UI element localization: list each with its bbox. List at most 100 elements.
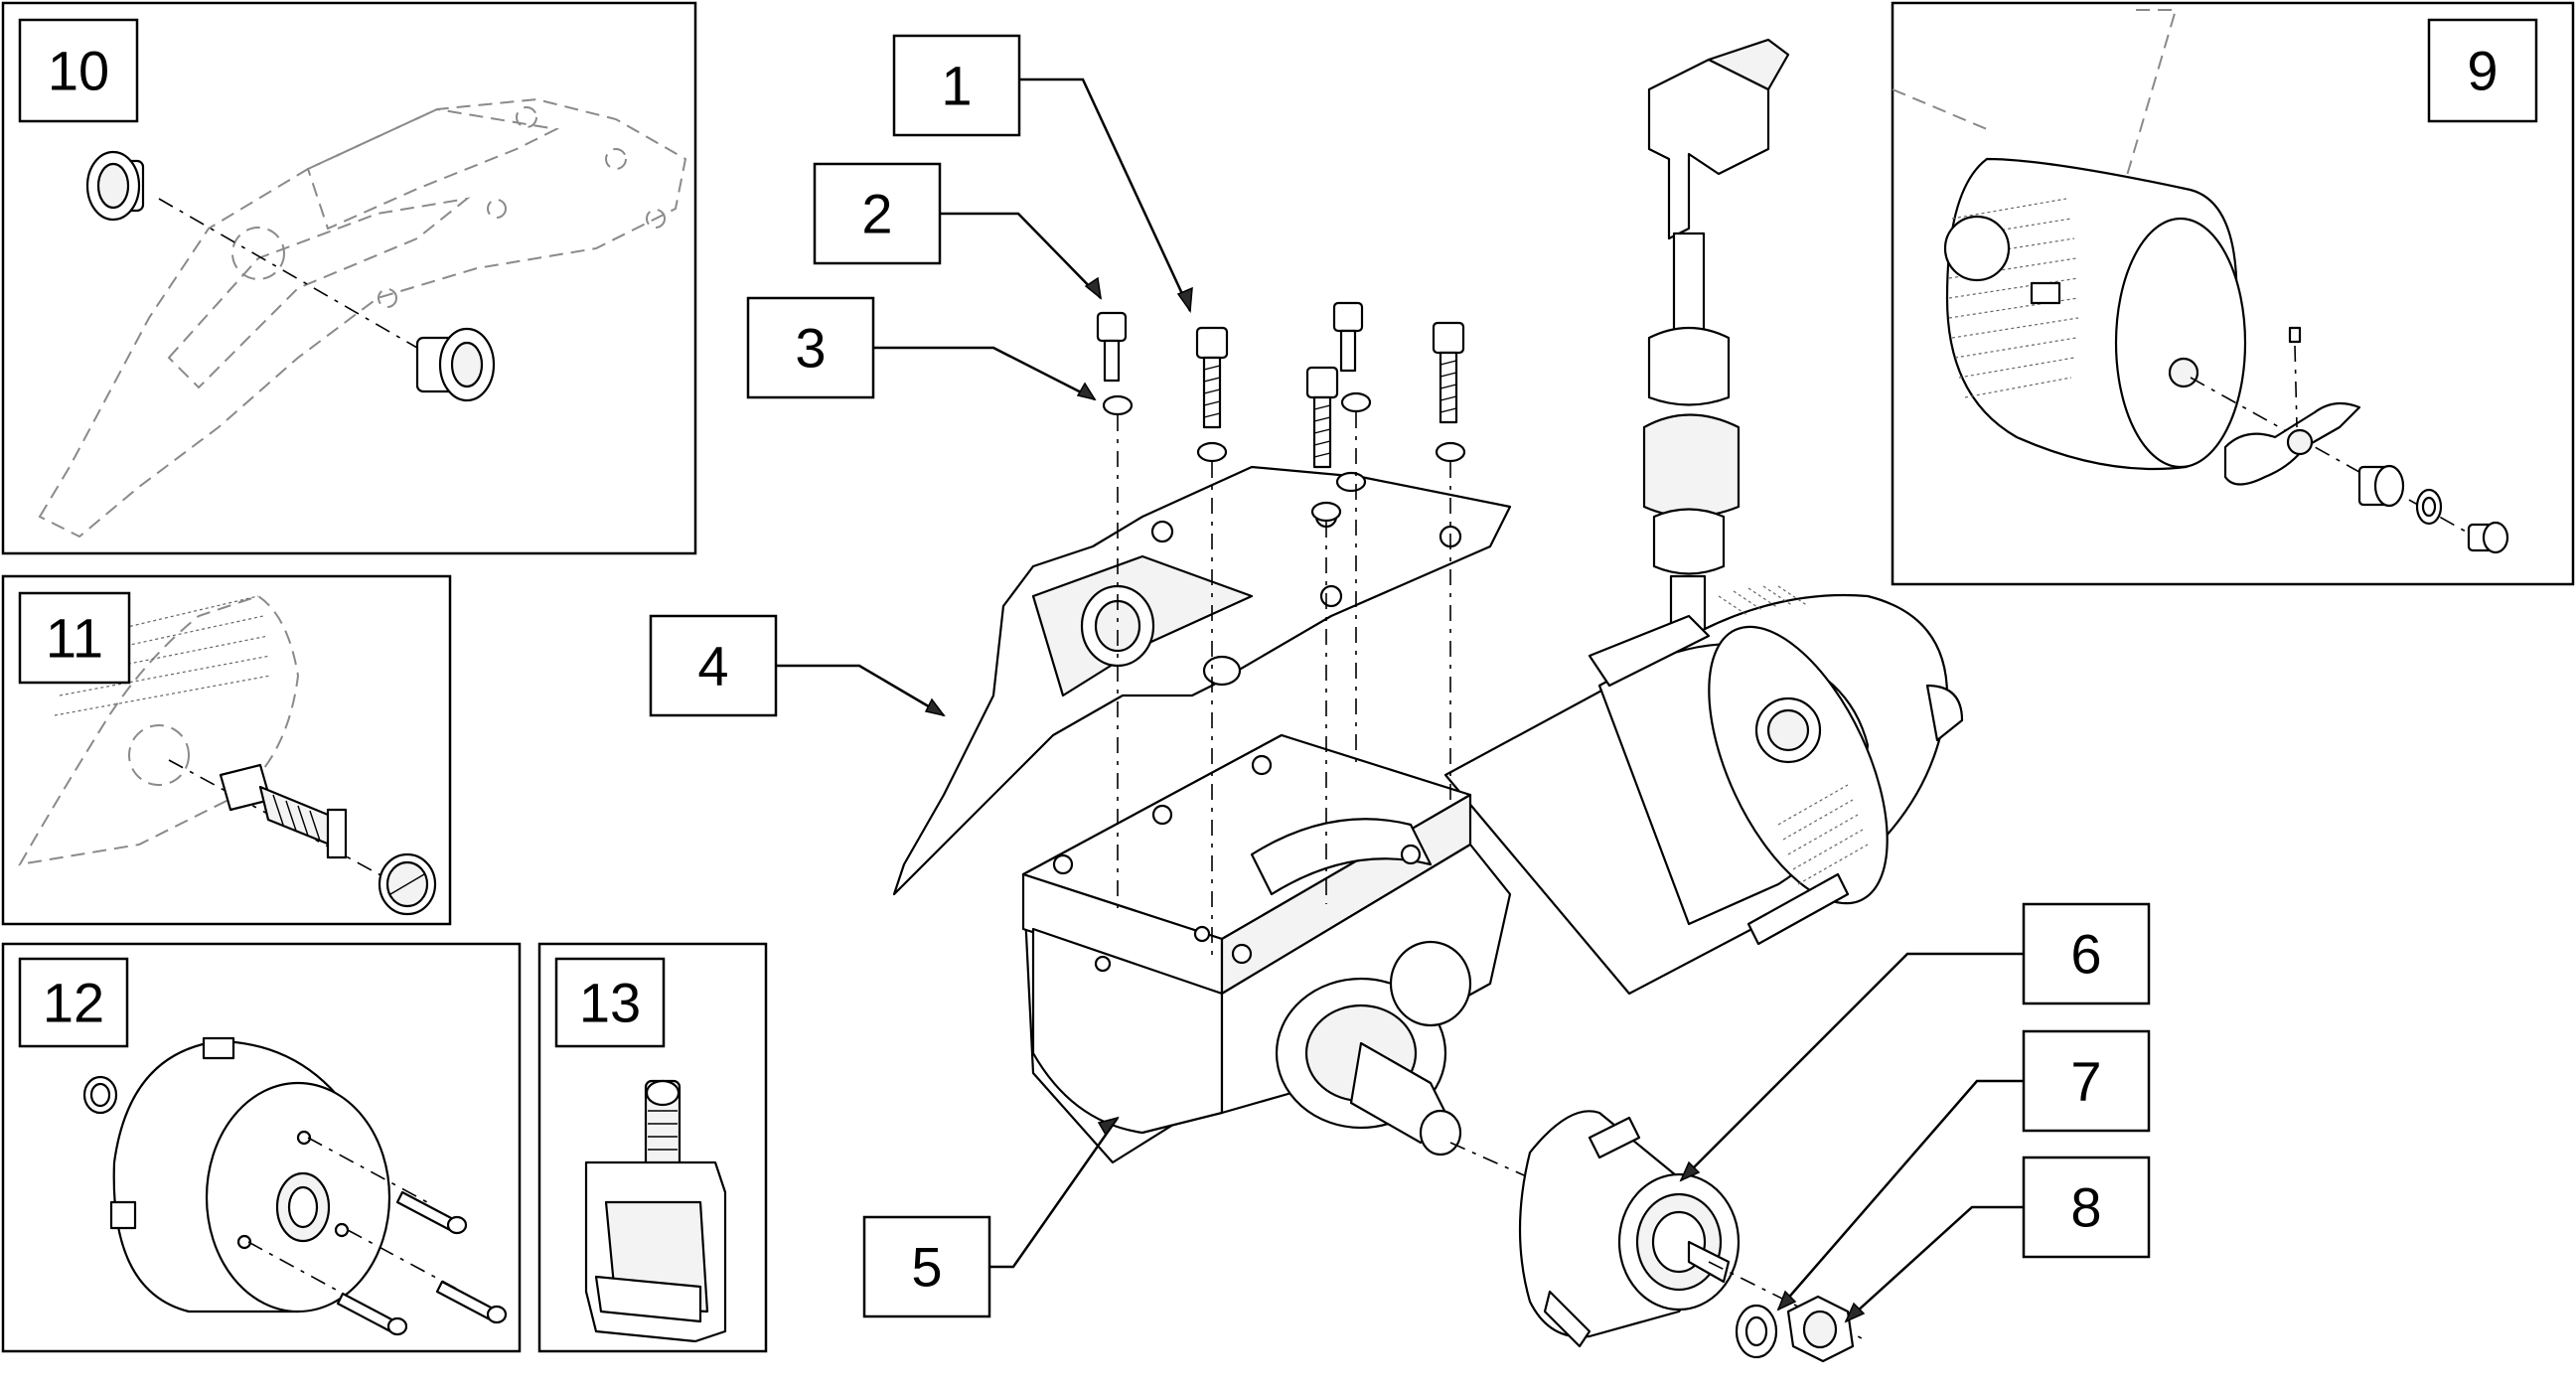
callout-5-label: 5 — [911, 1236, 942, 1299]
ghost-hole-d — [378, 288, 397, 308]
harness-grommet-c — [1652, 508, 1726, 575]
callout-10-box — [18, 18, 139, 123]
callout-1-label: 1 — [941, 55, 972, 117]
callout-13-label: 13 — [579, 972, 641, 1034]
brake-motor-body — [1943, 157, 2247, 471]
leader-2 — [939, 212, 1102, 299]
brake-motor-hub — [2168, 357, 2199, 388]
callout-4-label: 4 — [697, 635, 728, 697]
washer-c — [1340, 391, 1372, 413]
ghost-brush-port — [128, 724, 190, 786]
harness-connector — [1647, 58, 1770, 240]
callout-12-box — [18, 957, 129, 1048]
inset-12-end-cap: 12 — [1, 942, 522, 1353]
wheel-hub — [1518, 1110, 1741, 1348]
brake-set-screw — [2288, 326, 2302, 344]
callout-1-box — [892, 34, 1021, 137]
inset-11-axis — [168, 759, 398, 885]
brake-motor-port — [1943, 215, 2011, 282]
ghost-hole-c — [605, 148, 627, 170]
callouts-main: 1 2 3 4 5 6 7 8 — [649, 34, 2151, 1323]
bushing-right — [415, 327, 496, 402]
gearbox — [1021, 733, 1512, 1164]
washer-d — [1310, 501, 1342, 523]
ghost-hole-e — [487, 199, 507, 219]
brake-motor-face — [2114, 217, 2247, 469]
callout-9-box — [2427, 18, 2538, 123]
drive-motor — [1443, 585, 1964, 996]
leader-3 — [874, 346, 1096, 401]
ghost-hole-b — [516, 106, 537, 128]
leader-7 — [1777, 1079, 2024, 1311]
callout-2-label: 2 — [861, 183, 892, 245]
motor-end-ring — [1708, 625, 1889, 905]
brake-lever — [2223, 326, 2361, 486]
gearbox-port — [1389, 940, 1472, 1027]
callout-7-box — [2022, 1029, 2151, 1133]
bolt-b — [1195, 326, 1229, 463]
bushing-left — [85, 150, 145, 222]
end-cap-tab-side — [109, 1200, 137, 1230]
bolt-c — [1332, 301, 1372, 493]
axle-washer — [1735, 1304, 1778, 1359]
axle-nut — [1786, 1295, 1855, 1363]
inset-11-brush: 11 — [1, 574, 452, 926]
bolt-set — [1096, 301, 1466, 959]
callout-5-box — [862, 1215, 991, 1318]
brush-assembly — [219, 763, 348, 859]
callout-2-box — [813, 162, 942, 265]
harness-cable-upper — [1672, 232, 1706, 335]
motor-vent-top — [1718, 585, 1809, 617]
inset-10-bracket-bushings: 10 — [1, 1, 697, 555]
hub-stud-a — [1588, 1116, 1641, 1159]
bolt-e — [1432, 321, 1466, 463]
brush-cover — [378, 852, 437, 916]
callout-6-label: 6 — [2070, 923, 2101, 986]
callout-3-box — [746, 296, 875, 399]
ghost-bracket-top — [306, 107, 560, 231]
brake-washer — [2415, 488, 2443, 526]
callout-3-label: 3 — [795, 317, 826, 380]
brake-spacer — [2357, 464, 2405, 508]
gearbox-cradle — [1250, 818, 1433, 896]
bolt-d — [1305, 366, 1342, 523]
motor-cable-boot — [1588, 614, 1711, 688]
ghost-bracket — [38, 97, 687, 539]
inset-9-brake: 9 — [1891, 1, 2575, 586]
main-assembly — [892, 38, 1964, 1363]
inset-10-axis — [158, 198, 418, 349]
ghost-bracket-web — [167, 197, 471, 389]
brake-motor-vents — [1948, 198, 2079, 398]
ghost-hole-a — [231, 227, 285, 280]
end-cap-screw-2 — [435, 1280, 508, 1324]
callout-8-label: 8 — [2070, 1176, 2101, 1239]
washer-a — [1102, 394, 1134, 416]
leader-6 — [1680, 952, 2024, 1181]
brush-cap — [326, 808, 348, 859]
callout-11-box — [18, 591, 131, 685]
callout-11-label: 11 — [46, 607, 103, 670]
inset-13-clip: 13 — [537, 942, 768, 1353]
mounting-bracket — [892, 465, 1512, 896]
bolt-a — [1096, 311, 1134, 416]
motor-clip — [1746, 872, 1850, 946]
clip-part — [584, 1079, 727, 1343]
callout-10-label: 10 — [48, 40, 109, 102]
callout-6-box — [2022, 902, 2151, 1005]
retaining-ring — [82, 1075, 118, 1115]
end-cap-tab-top — [202, 1036, 235, 1060]
end-cap-screw-1 — [395, 1190, 468, 1235]
ghost-motor-end — [18, 594, 300, 866]
harness-grommet-a — [1647, 326, 1731, 406]
ghost-hole-f — [646, 209, 666, 229]
ghost-link — [2125, 9, 2178, 180]
leader-1 — [1019, 77, 1192, 312]
callout-8-box — [2022, 1156, 2151, 1259]
callout-12-label: 12 — [43, 972, 104, 1034]
washer-b — [1196, 441, 1228, 463]
bracket-body — [892, 465, 1512, 896]
callout-4-box — [649, 614, 778, 717]
motor-harness — [1642, 38, 1790, 668]
gearbox-lower-housing — [1031, 927, 1224, 1135]
